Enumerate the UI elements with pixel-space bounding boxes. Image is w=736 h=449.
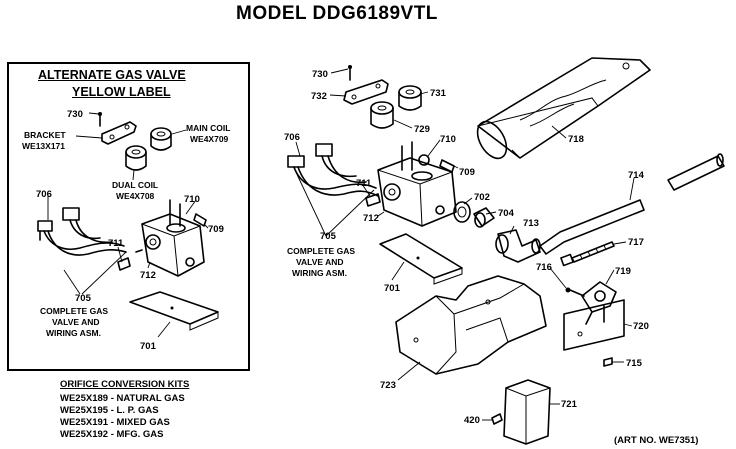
part-701: 701: [384, 283, 401, 294]
main-coil-label: MAIN COIL: [186, 123, 231, 133]
part-711: 711: [356, 178, 372, 189]
inset-complete-line1: COMPLETE GAS: [40, 306, 109, 316]
main-complete-line2: VALVE AND: [296, 257, 344, 267]
part-723: 723: [380, 380, 396, 391]
part-718: 718: [568, 134, 584, 145]
main-coil-part-number: WE4X709: [190, 134, 229, 144]
inset-part-706: 706: [36, 189, 52, 200]
part-706: 706: [284, 132, 300, 143]
inset-part-711: 711: [108, 238, 124, 249]
part-719: 719: [615, 266, 631, 277]
part-702: 702: [474, 192, 490, 203]
inset-main-coil-part: [150, 127, 172, 151]
inset-gas-valve-body: [135, 199, 205, 277]
elbow-713-part: [495, 229, 541, 263]
part-732: 732: [311, 91, 327, 102]
burner-718-part: [476, 57, 651, 160]
orifice-702-part: [453, 201, 471, 223]
inset-complete-line3: WIRING ASM.: [46, 328, 101, 338]
screw-715-part: [603, 357, 613, 367]
inset-complete-line2: VALVE AND: [52, 317, 100, 327]
screw-420-part: [491, 413, 503, 425]
part-420: 420: [464, 415, 480, 426]
inset-part-709: 709: [208, 224, 224, 235]
part-709: 709: [459, 167, 475, 178]
coil-729-part: [370, 101, 394, 129]
part-729: 729: [414, 124, 430, 135]
orifice-kit-item: WE25X192 - MFG. GAS: [60, 429, 164, 440]
small-screws: [365, 159, 455, 207]
page-title: MODEL DDG6189VTL: [236, 3, 438, 24]
gas-valve-body: [377, 141, 457, 227]
part-714: 714: [628, 170, 645, 181]
inset-bracket-701: [129, 291, 219, 331]
main-complete-line1: COMPLETE GAS: [287, 246, 356, 256]
inset-part-705: 705: [75, 293, 92, 304]
inset-part-712: 712: [140, 270, 156, 281]
bracket-732-part: [343, 65, 389, 105]
inset-heading-line1: ALTERNATE GAS VALVE: [38, 68, 186, 82]
orifice-kit-item: WE25X195 - L. P. GAS: [60, 405, 159, 416]
part-712: 712: [363, 213, 379, 224]
part-710: 710: [440, 134, 456, 145]
inset-bracket-part: [98, 112, 137, 145]
part-715: 715: [626, 358, 643, 369]
screw-717-part: [560, 241, 615, 267]
bracket-part-number: WE13X171: [22, 141, 65, 151]
part-705: 705: [320, 231, 337, 242]
orifice-kits-heading: ORIFICE CONVERSION KITS: [60, 379, 190, 390]
inset-part-701: 701: [140, 341, 157, 352]
bracket-701-part: [379, 233, 463, 285]
igniter-719-part: [565, 281, 617, 325]
part-721: 721: [561, 399, 578, 410]
inset-small-parts: [117, 213, 207, 271]
inset-wiring-harness: [37, 207, 127, 256]
bracket-720-part: [563, 299, 625, 351]
bracket-723-part: [395, 275, 547, 375]
bracket-721-part: [503, 379, 551, 445]
inset-leaders: [47, 112, 209, 338]
part-716: 716: [536, 262, 552, 273]
part-713: 713: [523, 218, 539, 229]
dual-coil-part-number: WE4X708: [116, 191, 155, 201]
orifice-kit-item: WE25X189 - NATURAL GAS: [60, 393, 185, 404]
alternate-gas-valve-inset: [7, 62, 250, 371]
inset-dual-coil-part: [125, 145, 147, 171]
art-number: (ART NO. WE7351): [614, 435, 699, 446]
part-717: 717: [628, 237, 644, 248]
tube-714-part: [539, 153, 725, 255]
coil-731-part: [398, 85, 422, 111]
inset-part-730: 730: [67, 109, 83, 120]
part-720: 720: [633, 321, 649, 332]
inset-part-710: 710: [184, 194, 200, 205]
fitting-704-part: [473, 207, 495, 228]
main-leaders: [293, 68, 635, 421]
main-complete-line3: WIRING ASM.: [292, 268, 347, 278]
part-731: 731: [430, 88, 447, 99]
dual-coil-label: DUAL COIL: [112, 180, 159, 190]
bracket-label: BRACKET: [24, 130, 66, 140]
part-730: 730: [312, 69, 328, 80]
part-704: 704: [498, 208, 515, 219]
orifice-kit-item: WE25X191 - MIXED GAS: [60, 417, 170, 428]
inset-heading-line2: YELLOW LABEL: [72, 85, 171, 99]
